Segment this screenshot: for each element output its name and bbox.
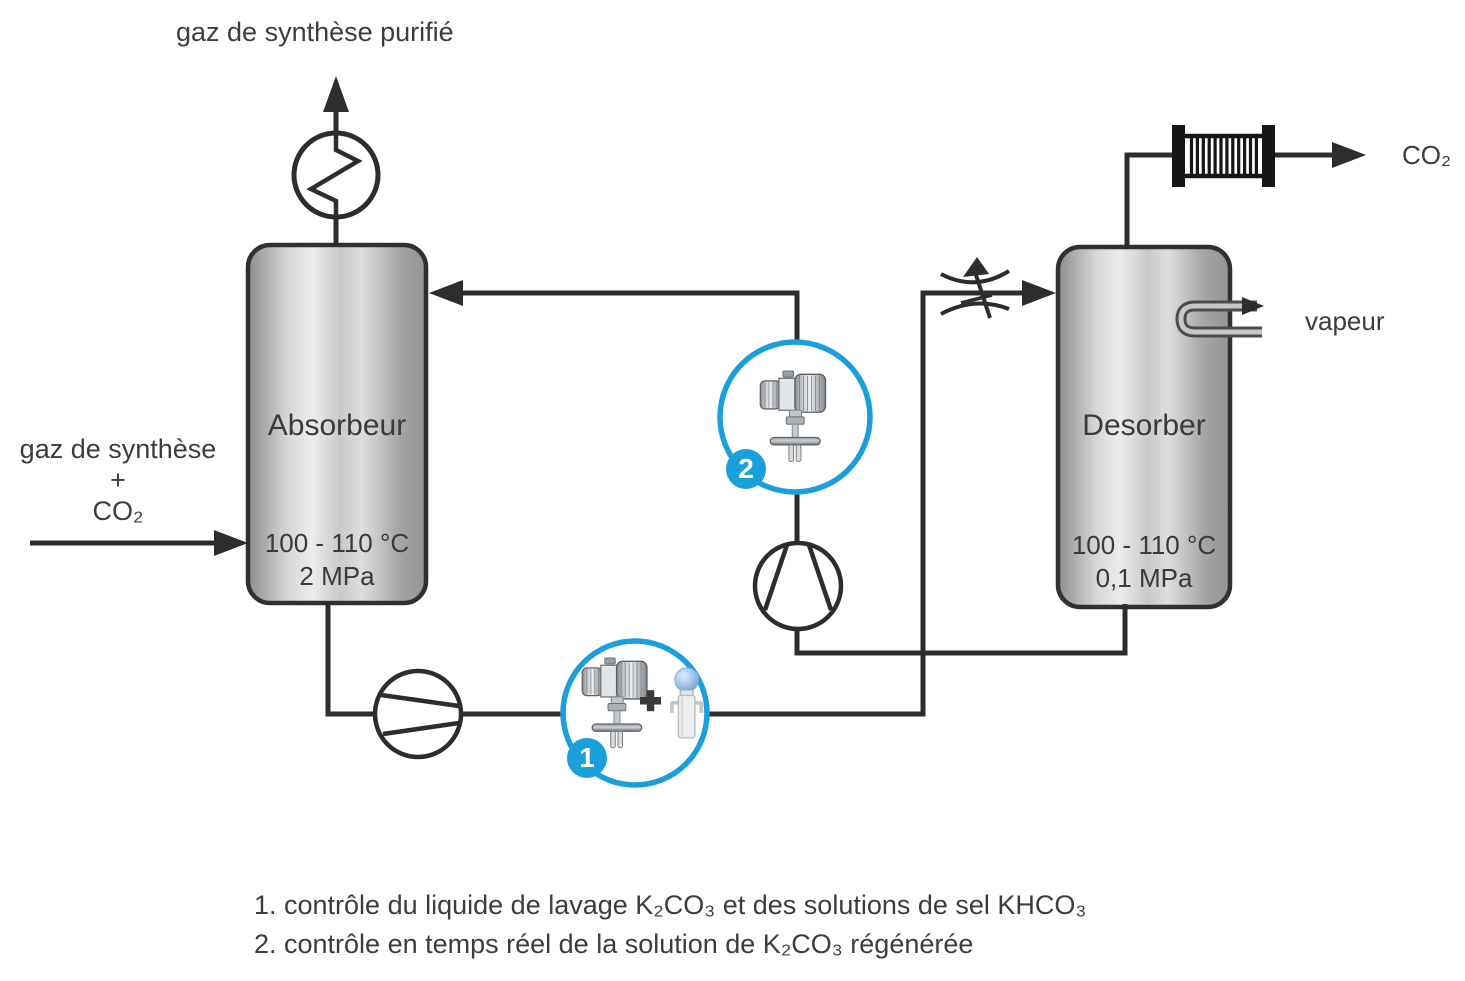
absorber-pressure: 2 MPa — [299, 561, 375, 591]
desorber-name: Desorber — [1082, 409, 1206, 442]
desorber-conditions: 100 - 110 °C 0,1 MPa — [1058, 529, 1230, 595]
cooler-icon — [291, 130, 381, 220]
steam-coil-icon — [1175, 297, 1264, 338]
desorber-vessel — [1055, 244, 1233, 610]
flow-arrowheads — [214, 76, 1366, 556]
desorber-pressure: 0,1 MPa — [1095, 563, 1193, 593]
absorber-name: Absorbeur — [267, 409, 407, 442]
arrow-feed-into-absorber — [214, 530, 248, 556]
arrow-up-purified-gas — [323, 76, 349, 112]
arrow-into-desorber — [1022, 280, 1056, 306]
co2-outlet-label: CO₂ — [1402, 140, 1452, 170]
probe-icon — [670, 667, 704, 739]
control-valve-icon — [940, 257, 1011, 319]
instrument-badge-1: 1 — [567, 738, 607, 778]
feed-gas-line2: + — [110, 465, 126, 495]
plus-icon — [640, 690, 661, 712]
pump-icon-riser — [752, 540, 844, 632]
steam-label: vapeur — [1305, 306, 1385, 336]
arrow-co2-out — [1332, 142, 1366, 168]
pump-icon-bottom — [372, 668, 464, 760]
footnote-1: 1. contrôle du liquide de lavage K₂CO₃ e… — [254, 890, 1087, 920]
desorber-temperature: 100 - 110 °C — [1071, 530, 1217, 560]
purified-gas-label: gaz de synthèse purifié — [176, 17, 454, 47]
lean-solution-return-pipe — [458, 290, 1128, 656]
feed-gas-line3: CO₂ — [92, 496, 144, 526]
rich-solution-pipe — [325, 290, 1028, 717]
absorber-temperature: 100 - 110 °C — [264, 528, 410, 558]
footnote-2: 2. contrôle en temps réel de la solution… — [254, 929, 974, 959]
absorber-conditions: 100 - 110 °C 2 MPa — [248, 527, 426, 593]
condenser-icon — [1172, 125, 1275, 187]
feed-gas-line1: gaz de synthèse — [19, 434, 217, 464]
footnotes: 1. contrôle du liquide de lavage K₂CO₃ e… — [254, 886, 1086, 964]
feed-gas-label: gaz de synthèse + CO₂ — [10, 434, 226, 527]
arrow-into-absorber — [429, 280, 463, 306]
instrument-badge-2: 2 — [726, 449, 766, 489]
